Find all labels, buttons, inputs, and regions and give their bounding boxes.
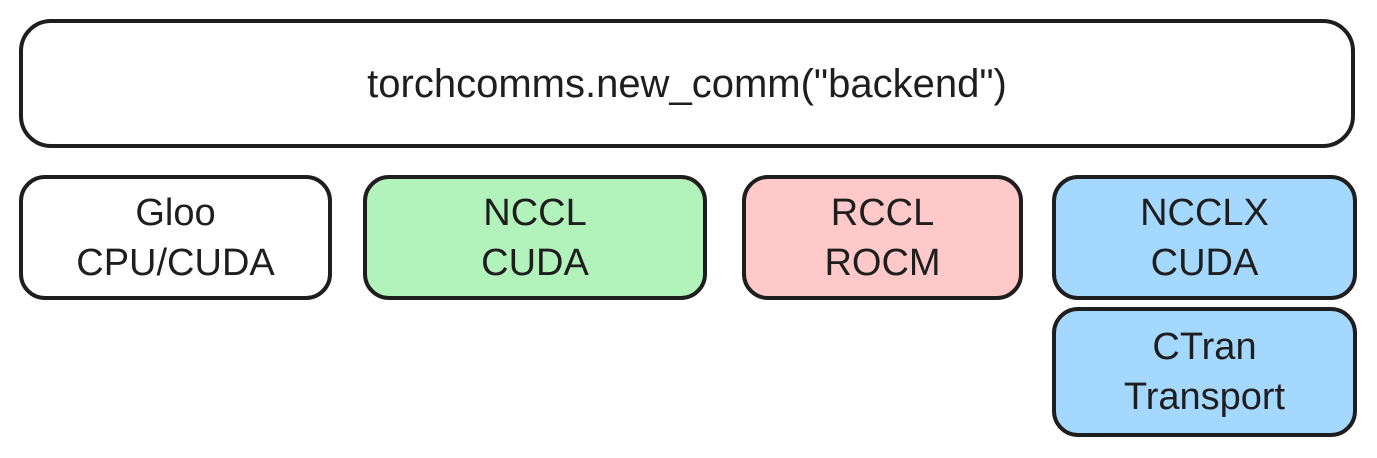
backend-ncclx-name: NCCLX [1140,191,1269,234]
ctran-transport-box: CTran Transport [1052,307,1357,437]
backend-box-nccl: NCCL CUDA [363,175,707,300]
backend-gloo-platform: CPU/CUDA [76,241,275,284]
backend-nccl-name: NCCL [483,191,587,234]
backend-rccl-name: RCCL [830,191,935,234]
backend-box-ncclx: NCCLX CUDA [1052,175,1357,300]
backend-box-gloo: Gloo CPU/CUDA [19,175,332,300]
api-call-label: torchcomms.new_comm("backend") [367,61,1007,106]
ctran-transport-type: Transport [1123,376,1286,418]
backend-box-rccl: RCCL ROCM [742,175,1023,300]
api-call-box: torchcomms.new_comm("backend") [19,19,1355,148]
backend-nccl-platform: CUDA [481,241,589,284]
backend-ncclx-platform: CUDA [1150,241,1259,284]
backend-gloo-name: Gloo [135,191,216,234]
ctran-transport-name: CTran [1152,326,1257,368]
backend-rccl-platform: ROCM [824,241,941,284]
